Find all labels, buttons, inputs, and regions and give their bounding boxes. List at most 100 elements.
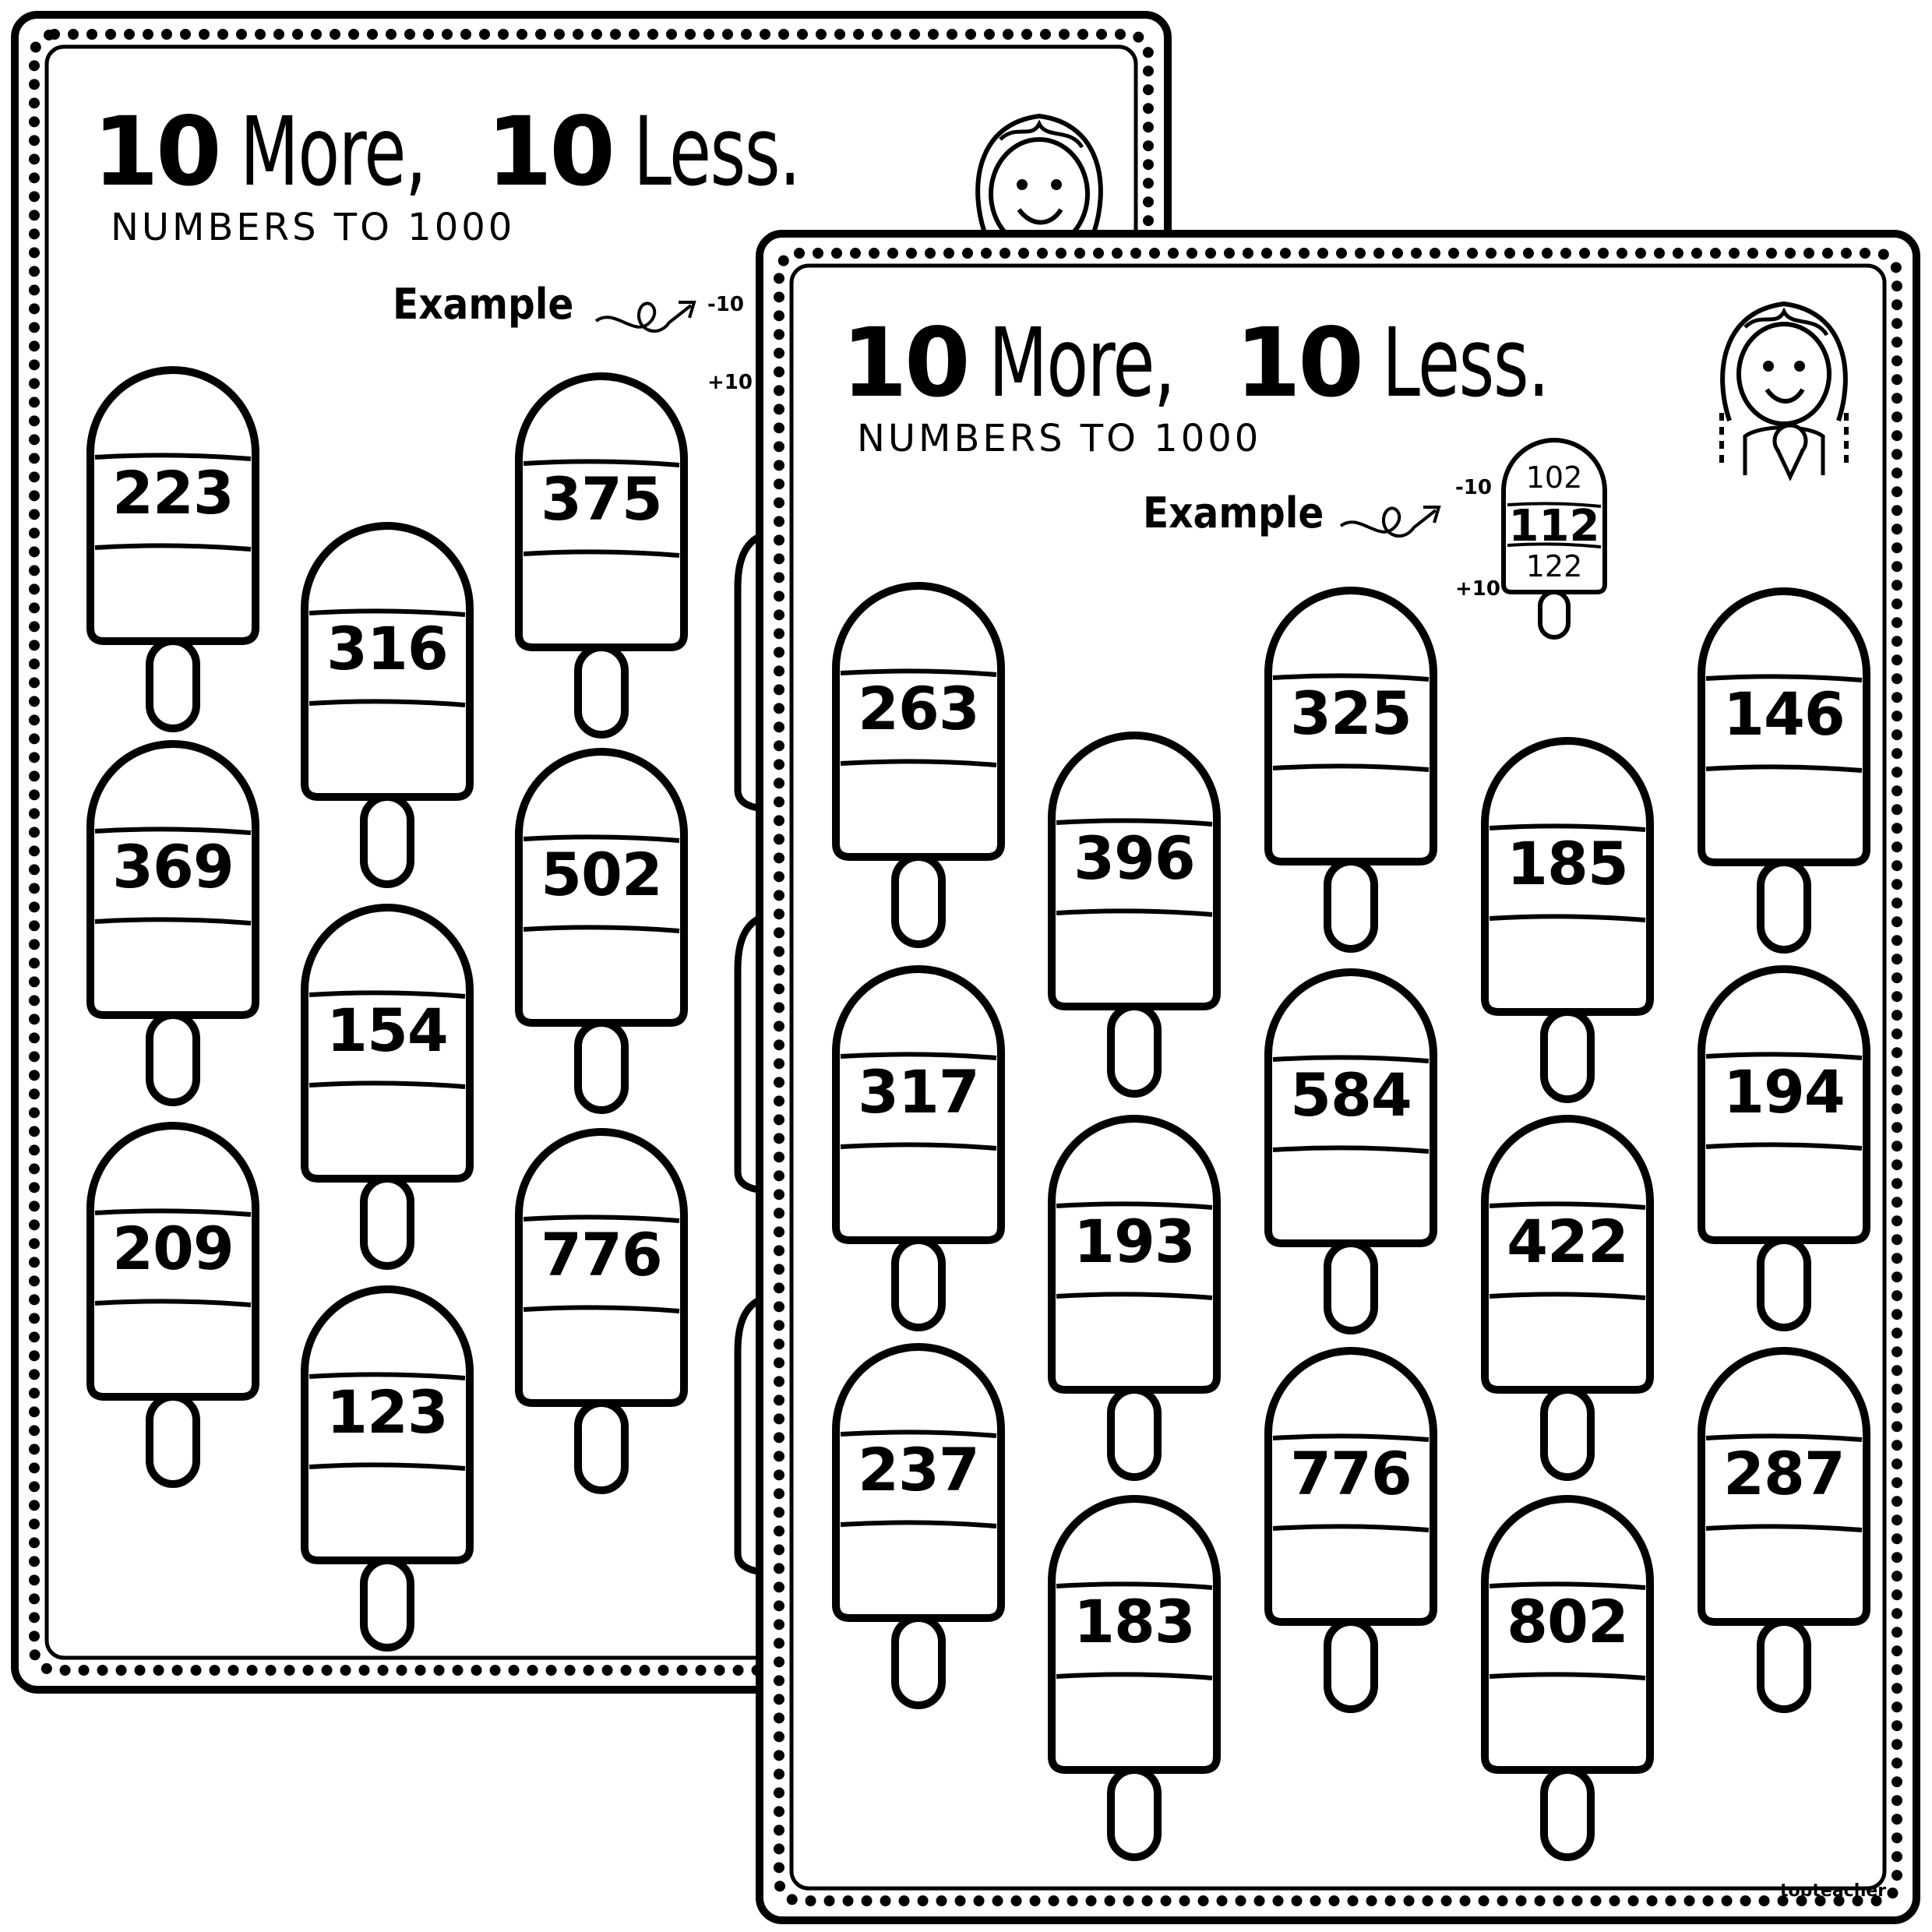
popsicle-outline-icon	[1264, 587, 1437, 953]
popsicle-number: 802	[1507, 1587, 1629, 1656]
popsicle-card: 502	[514, 748, 689, 1115]
popsicle-outline-icon	[515, 748, 688, 1114]
example-minus-label: -10	[707, 293, 744, 316]
popsicle-number: 375	[541, 464, 663, 534]
title-number-less: 10	[486, 97, 615, 207]
popsicle-outline-icon	[832, 582, 1005, 948]
popsicle-number: 776	[1290, 1439, 1412, 1508]
popsicle-outline-icon	[1048, 732, 1221, 1098]
popsicle-number: 776	[541, 1220, 663, 1289]
popsicle-number: 369	[112, 832, 234, 901]
popsicle-outline-icon	[301, 904, 474, 1270]
popsicle-outline-icon	[1048, 1495, 1221, 1861]
popsicle-outline-icon	[1501, 438, 1607, 640]
popsicle-outline-icon	[1481, 1495, 1654, 1861]
worksheet-front: 10 More, 10 Less. NUMBERS TO 1000 Exampl…	[756, 230, 1920, 1924]
example-minus-label: -10	[1455, 476, 1492, 499]
popsicle-card: 193	[1047, 1115, 1222, 1482]
popsicle-outline-icon	[1698, 1347, 1870, 1713]
popsicle-outline-icon	[301, 522, 474, 888]
popsicle-number: 193	[1074, 1207, 1196, 1276]
popsicle-number: 317	[858, 1057, 980, 1126]
popsicle-number: 316	[326, 614, 449, 683]
popsicle-outline-icon	[1481, 737, 1654, 1103]
popsicle-number: 123	[326, 1377, 449, 1447]
popsicle-outline-icon	[86, 366, 259, 732]
example-plus-label: +10	[1455, 577, 1500, 601]
title-number-more: 10	[841, 308, 971, 418]
popsicle-card: 375	[514, 372, 689, 739]
popsicle-card: 802	[1480, 1495, 1655, 1862]
popsicle-number: 263	[858, 674, 980, 743]
popsicle-number: 502	[541, 840, 663, 909]
example-popsicle: 102 112 122	[1500, 436, 1609, 647]
popsicle-card: 146	[1697, 587, 1871, 954]
worksheet-subtitle: NUMBERS TO 1000	[857, 417, 1262, 460]
popsicle-card: 209	[86, 1122, 260, 1489]
popsicle-card: 584	[1264, 968, 1438, 1335]
popsicle-card: 123	[300, 1285, 474, 1652]
popsicle-card: 317	[831, 965, 1006, 1332]
popsicle-number: 223	[112, 458, 234, 527]
example-number: 112	[1508, 501, 1600, 552]
popsicle-outline-icon	[1698, 965, 1870, 1331]
popsicle-card: 287	[1697, 1347, 1871, 1714]
popsicle-card: 396	[1047, 732, 1222, 1098]
popsicle-outline-icon	[832, 1343, 1005, 1709]
popsicle-number: 396	[1074, 823, 1196, 893]
popsicle-outline-icon	[1481, 1115, 1654, 1481]
popsicle-outline-icon	[1264, 1347, 1437, 1713]
popsicle-card: 183	[1047, 1495, 1222, 1862]
popsicle-number: 146	[1723, 679, 1846, 749]
example-more-value: 122	[1525, 549, 1583, 583]
example-less-value: 102	[1525, 460, 1583, 495]
popsicle-card: 776	[1264, 1347, 1438, 1714]
popsicle-outline-icon	[1048, 1115, 1221, 1481]
popsicle-card: 316	[300, 522, 474, 889]
example-plus-label: +10	[707, 371, 753, 394]
example-label: Example	[1143, 488, 1324, 538]
popsicle-card: 223	[86, 366, 260, 733]
popsicle-outline-icon	[515, 372, 688, 739]
example-label: Example	[393, 280, 574, 329]
worksheet-title: 10 More, 10 Less.	[93, 104, 865, 199]
popsicle-number: 584	[1290, 1060, 1412, 1130]
girl-with-ice-cream-icon	[1719, 301, 1849, 481]
popsicle-number: 237	[858, 1435, 980, 1504]
popsicle-card: 422	[1480, 1115, 1655, 1482]
popsicle-outline-icon	[1698, 587, 1870, 954]
popsicle-number: 183	[1074, 1587, 1196, 1656]
popsicle-card: 154	[300, 904, 474, 1271]
popsicle-card: 776	[514, 1128, 689, 1495]
worksheet-subtitle: NUMBERS TO 1000	[111, 206, 516, 249]
popsicle-outline-icon	[1264, 968, 1437, 1334]
popsicle-number: 209	[112, 1214, 234, 1283]
title-number-more: 10	[93, 97, 222, 207]
popsicle-outline-icon	[301, 1285, 474, 1652]
popsicle-number: 325	[1290, 679, 1412, 748]
brand-logo: topteacher	[1780, 1881, 1887, 1901]
popsicle-number: 194	[1723, 1057, 1846, 1126]
popsicle-card: 263	[831, 582, 1006, 949]
popsicle-number: 422	[1507, 1207, 1629, 1276]
title-word-more: More,	[239, 97, 427, 207]
worksheet-title: 10 More, 10 Less.	[841, 316, 1613, 411]
popsicle-card: 369	[86, 740, 260, 1107]
popsicle-card: 185	[1480, 737, 1655, 1104]
popsicle-card: 325	[1264, 587, 1438, 954]
dotted-border	[774, 248, 1902, 1906]
popsicle-card: 194	[1697, 965, 1871, 1332]
popsicle-outline-icon	[832, 965, 1005, 1331]
title-word-less: Less.	[633, 97, 801, 207]
popsicle-number: 185	[1507, 829, 1629, 898]
popsicle-outline-icon	[515, 1128, 688, 1494]
popsicle-outline-icon	[86, 740, 259, 1106]
popsicle-number: 154	[326, 996, 449, 1065]
popsicle-outline-icon	[86, 1122, 259, 1488]
popsicle-number: 287	[1723, 1439, 1846, 1508]
title-number-less: 10	[1235, 308, 1364, 418]
curly-arrow-icon	[1339, 506, 1441, 538]
title-word-more: More,	[988, 308, 1176, 418]
popsicle-card: 237	[831, 1343, 1006, 1710]
curly-arrow-icon	[594, 301, 696, 333]
